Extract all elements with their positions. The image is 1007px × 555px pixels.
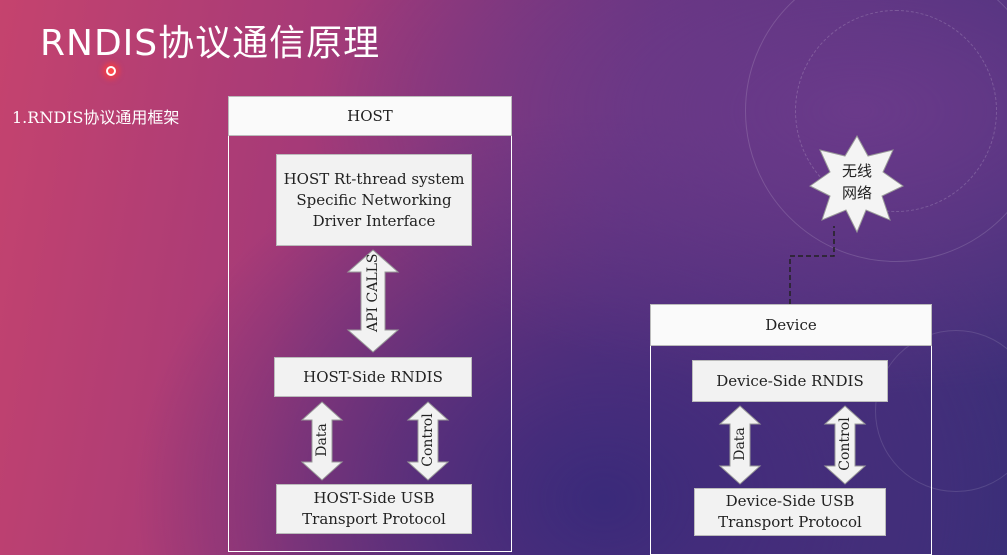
wireless-label: 无线 网络	[822, 160, 892, 204]
laser-pointer-dot	[106, 66, 116, 76]
api-calls-arrow	[346, 249, 400, 353]
host-system-line-2: Specific Networking	[296, 190, 452, 209]
wireless-label-line-2: 网络	[841, 184, 872, 202]
slide-title: RNDIS协议通信原理	[40, 23, 381, 64]
host-system-box: HOST Rt-thread system Specific Networkin…	[276, 154, 472, 246]
host-usb-line-2: Transport Protocol	[302, 510, 446, 528]
device-usb-line-1: Device-Side USB	[725, 492, 855, 510]
wireless-star	[809, 134, 904, 234]
host-rndis-label: HOST-Side RNDIS	[303, 367, 443, 386]
host-header-label: HOST	[347, 107, 393, 125]
wireless-label-line-1: 无线	[841, 162, 872, 180]
wireless-connector	[789, 226, 835, 304]
device-rndis-label: Device-Side RNDIS	[716, 371, 864, 390]
device-control-label: Control	[837, 417, 853, 471]
device-usb-line-2: Transport Protocol	[718, 513, 862, 531]
host-usb-box: HOST-Side USB Transport Protocol	[276, 484, 472, 534]
host-control-arrow	[406, 401, 450, 481]
host-data-arrow	[300, 401, 344, 481]
device-rndis-box: Device-Side RNDIS	[692, 360, 888, 402]
host-usb-line-1: HOST-Side USB	[313, 489, 435, 507]
host-data-label: Data	[314, 423, 330, 457]
host-system-line-3: Driver Interface	[312, 211, 436, 230]
api-calls-label: API CALLS	[365, 253, 381, 332]
host-rndis-box: HOST-Side RNDIS	[274, 357, 472, 397]
device-header: Device	[650, 304, 932, 346]
host-frame	[228, 96, 512, 552]
device-control-arrow	[823, 405, 867, 485]
device-data-arrow	[718, 405, 762, 485]
slide-subtitle: 1.RNDIS协议通用框架	[12, 108, 180, 127]
host-control-label: Control	[420, 413, 436, 467]
decorative-ring	[795, 10, 997, 212]
device-usb-box: Device-Side USB Transport Protocol	[694, 488, 886, 536]
host-header: HOST	[228, 96, 512, 136]
host-system-line-1: HOST Rt-thread system	[283, 169, 465, 188]
device-data-label: Data	[732, 427, 748, 461]
device-header-label: Device	[765, 316, 817, 334]
